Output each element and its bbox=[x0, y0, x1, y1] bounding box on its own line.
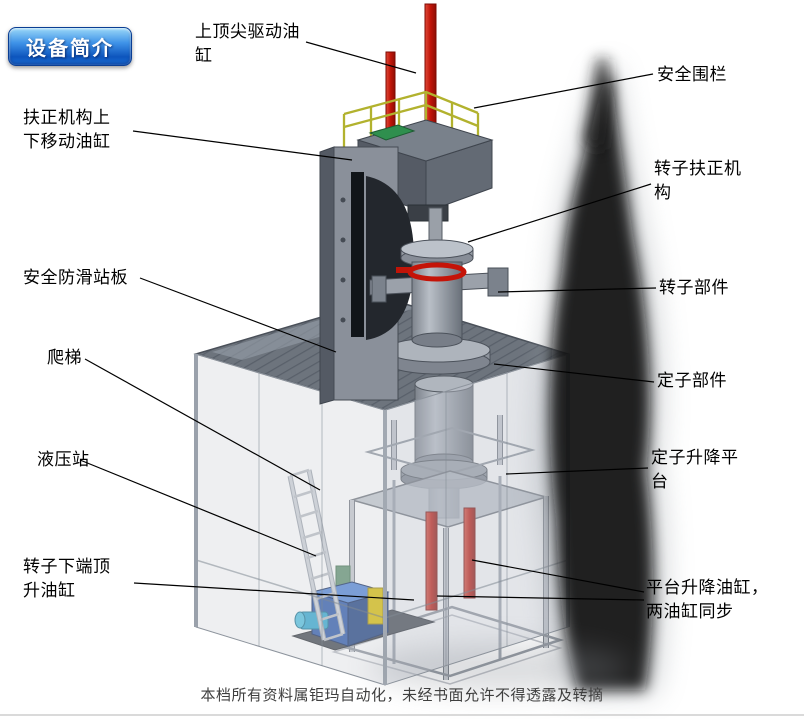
leader-lines bbox=[79, 41, 657, 601]
label-ladder: 爬梯 bbox=[47, 348, 82, 367]
section-badge: 设备简介 bbox=[8, 27, 132, 66]
label-rotor-centering-mechanism: 转子扶正机构 bbox=[654, 159, 742, 203]
stator-top-flange bbox=[385, 337, 491, 375]
label-centering-cylinder: 扶正机构上下移动油缸 bbox=[23, 108, 111, 152]
label-rotor-lower-jack-cylinder: 转子下端顶升油缸 bbox=[23, 557, 111, 601]
label-hydraulic-station: 液压站 bbox=[37, 450, 90, 469]
rotor-assembly bbox=[369, 207, 509, 348]
label-antislip-platform: 安全防滑站板 bbox=[23, 268, 128, 287]
label-platform-lift-cylinders: 平台升降油缸，两油缸同步 bbox=[646, 578, 769, 622]
platform-lift-cylinders bbox=[425, 507, 476, 611]
label-rotor-component: 转子部件 bbox=[659, 278, 729, 297]
label-safety-fence: 安全围栏 bbox=[657, 65, 727, 84]
bottom-divider bbox=[0, 714, 804, 716]
section-badge-label: 设备简介 bbox=[26, 38, 114, 60]
watermark-text: 本档所有资料属钜玛自动化，未经书面允许不得透露及转摘 bbox=[200, 688, 604, 704]
label-stator-component: 定子部件 bbox=[657, 371, 727, 390]
smoke-shadow bbox=[370, 58, 666, 695]
ladder-graphic bbox=[287, 468, 346, 642]
label-top-drive-cylinder: 上顶尖驱动油缸 bbox=[195, 22, 300, 66]
label-stator-lift-platform: 定子升降平台 bbox=[651, 448, 739, 492]
